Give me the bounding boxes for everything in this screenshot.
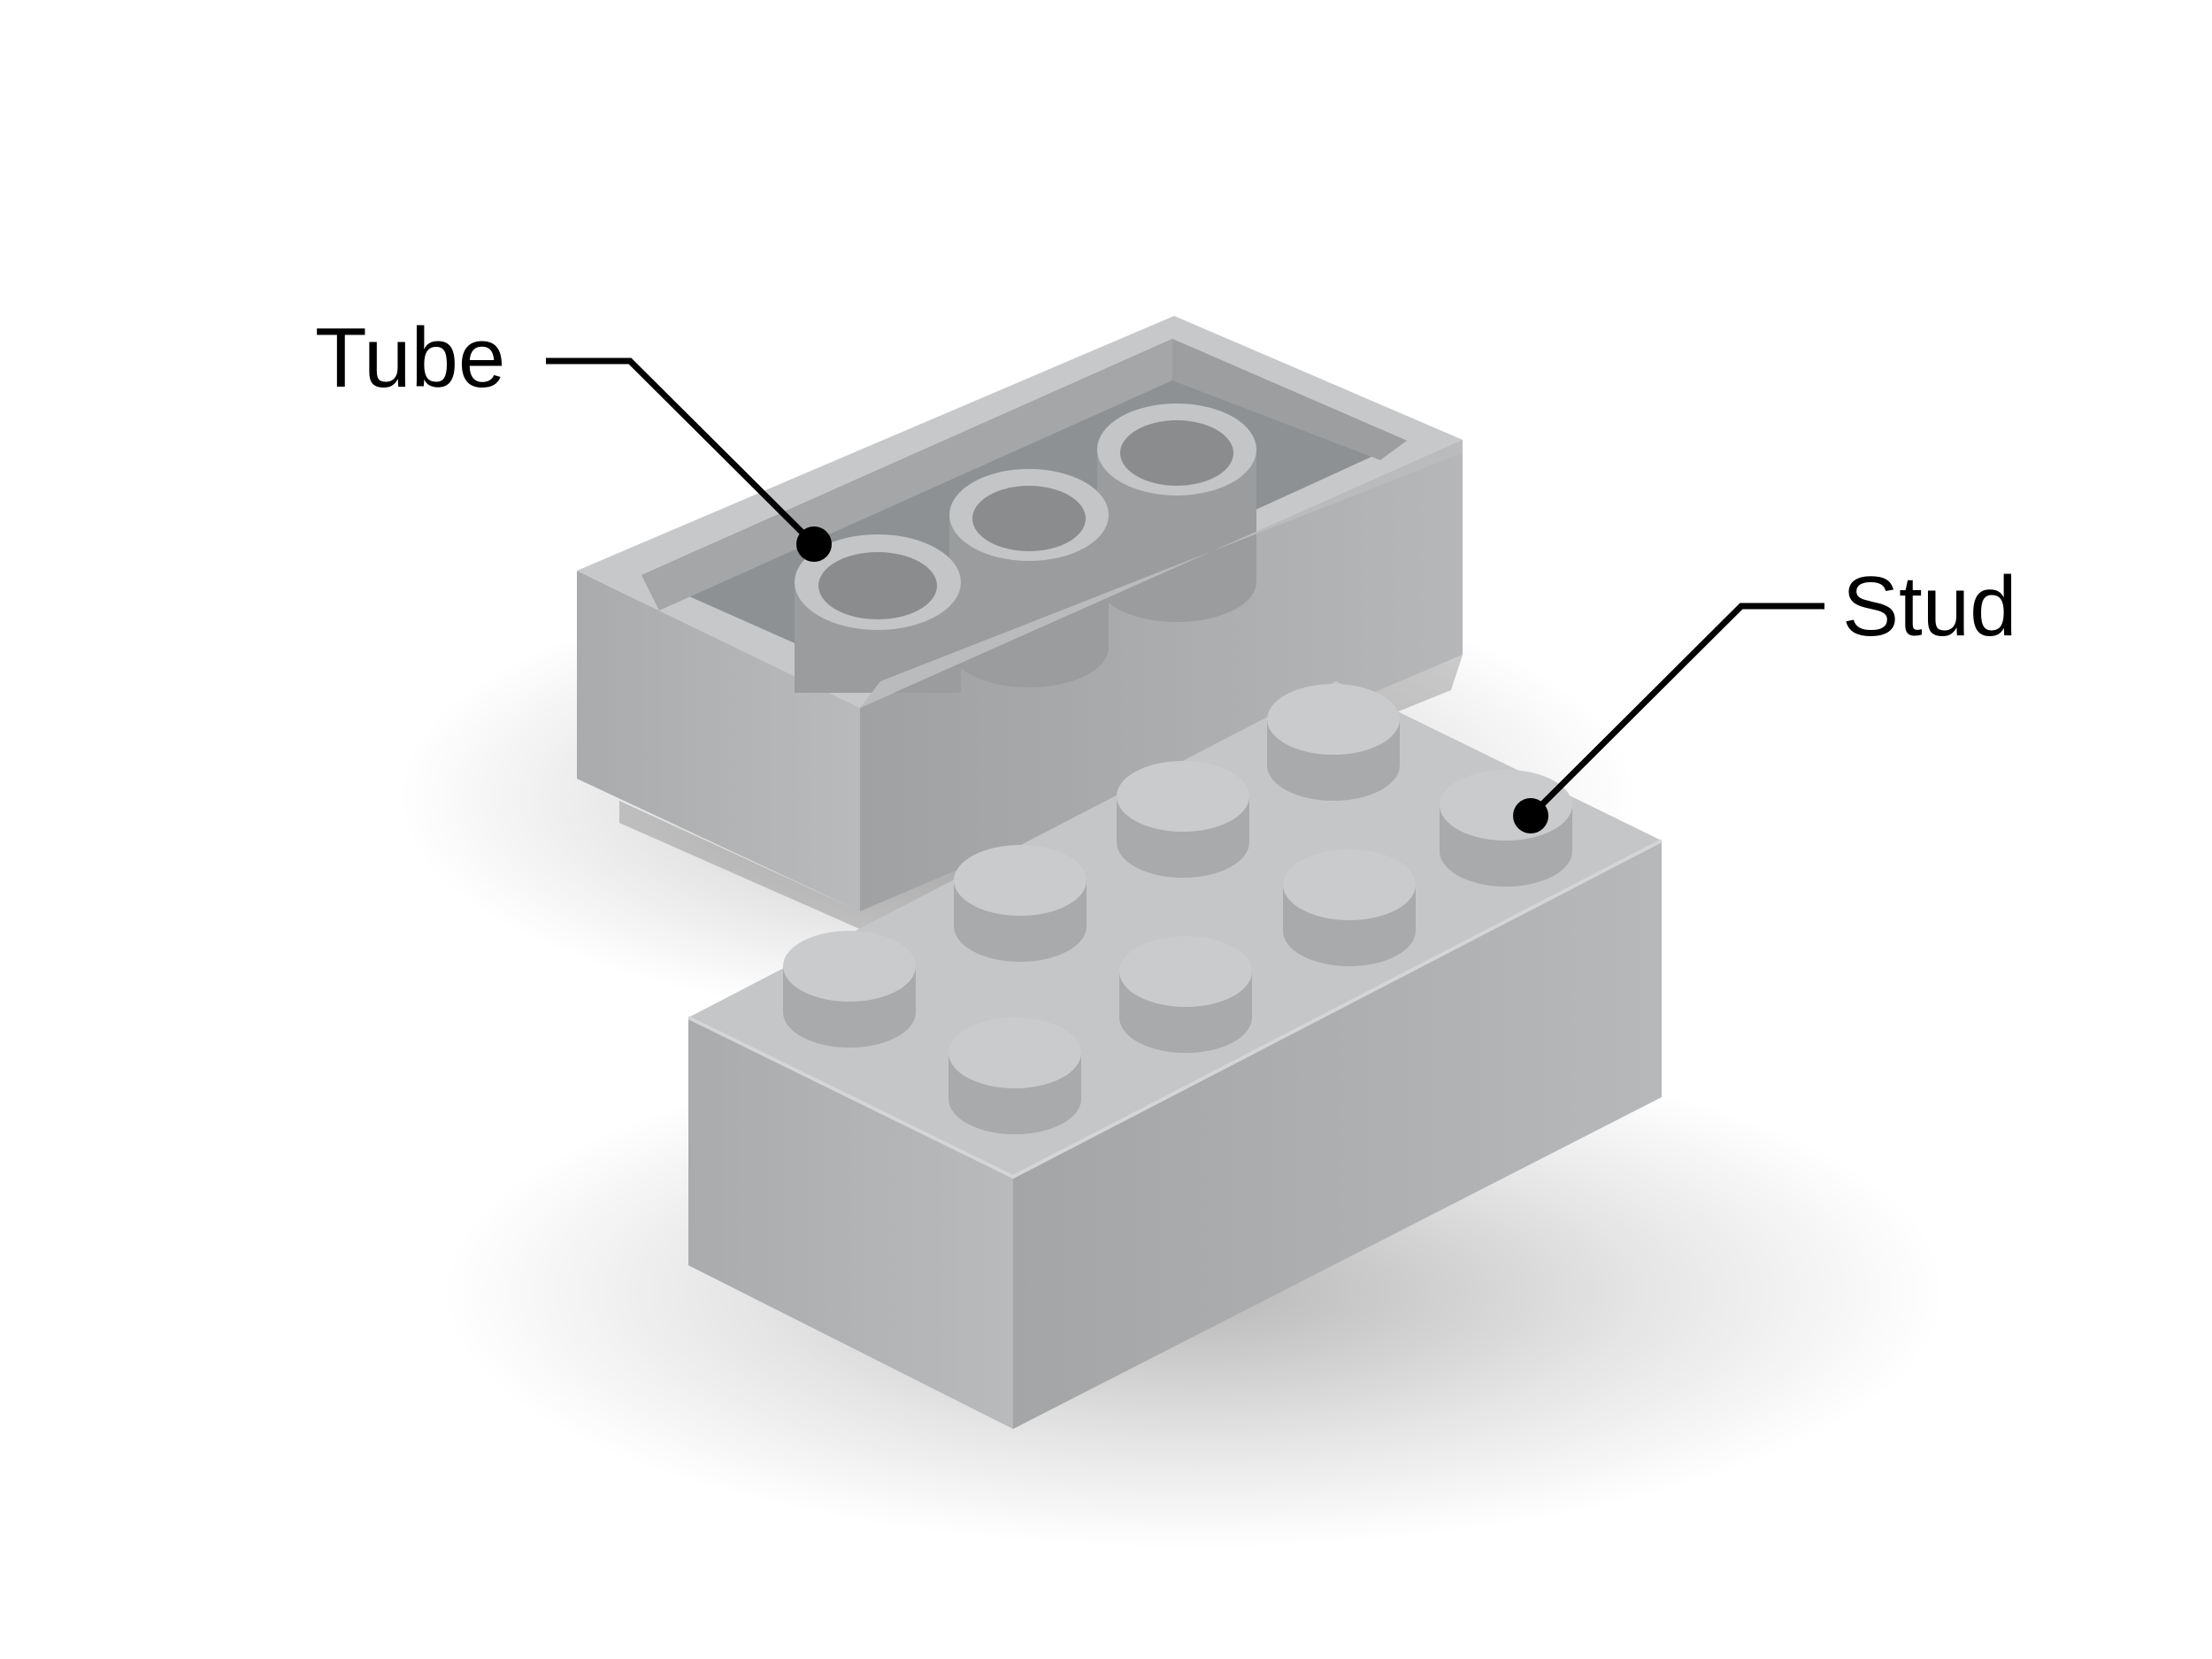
tube-leader-line [546,357,817,547]
back-brick-front-rim [860,440,1463,708]
stud-leader-line [1528,603,1824,818]
stud-3 [1119,936,1252,1053]
front-brick-top-face [688,681,1662,1177]
front-brick-edge [687,839,1663,1179]
stud-1 [949,1018,1081,1134]
stud-callout [1513,603,1824,833]
stud-leader-dot [1513,798,1548,833]
stud-5 [1283,849,1416,966]
tube-callout [546,357,832,562]
tube-1 [795,534,961,693]
back-brick-left-face [577,571,860,911]
stud-label: Stud [1842,559,2017,654]
tube-label: Tube [315,311,506,405]
front-brick-front-face [1013,841,1662,1429]
stud-7 [1440,770,1572,887]
stud-6 [1117,761,1249,878]
front-brick-left-face [688,1018,1013,1429]
tube-2 [949,469,1109,687]
stud-4 [954,845,1087,962]
tube-3 [1097,403,1256,622]
back-brick-front-face [860,440,1463,911]
back-brick-inner-wall-far [641,339,1172,611]
stud-8 [1267,684,1400,801]
back-brick-inner-wall-right [1172,339,1407,460]
stud-2 [783,931,916,1048]
tube-leader-dot [796,526,832,562]
front-brick [687,681,1663,1429]
back-brick [577,316,1463,929]
